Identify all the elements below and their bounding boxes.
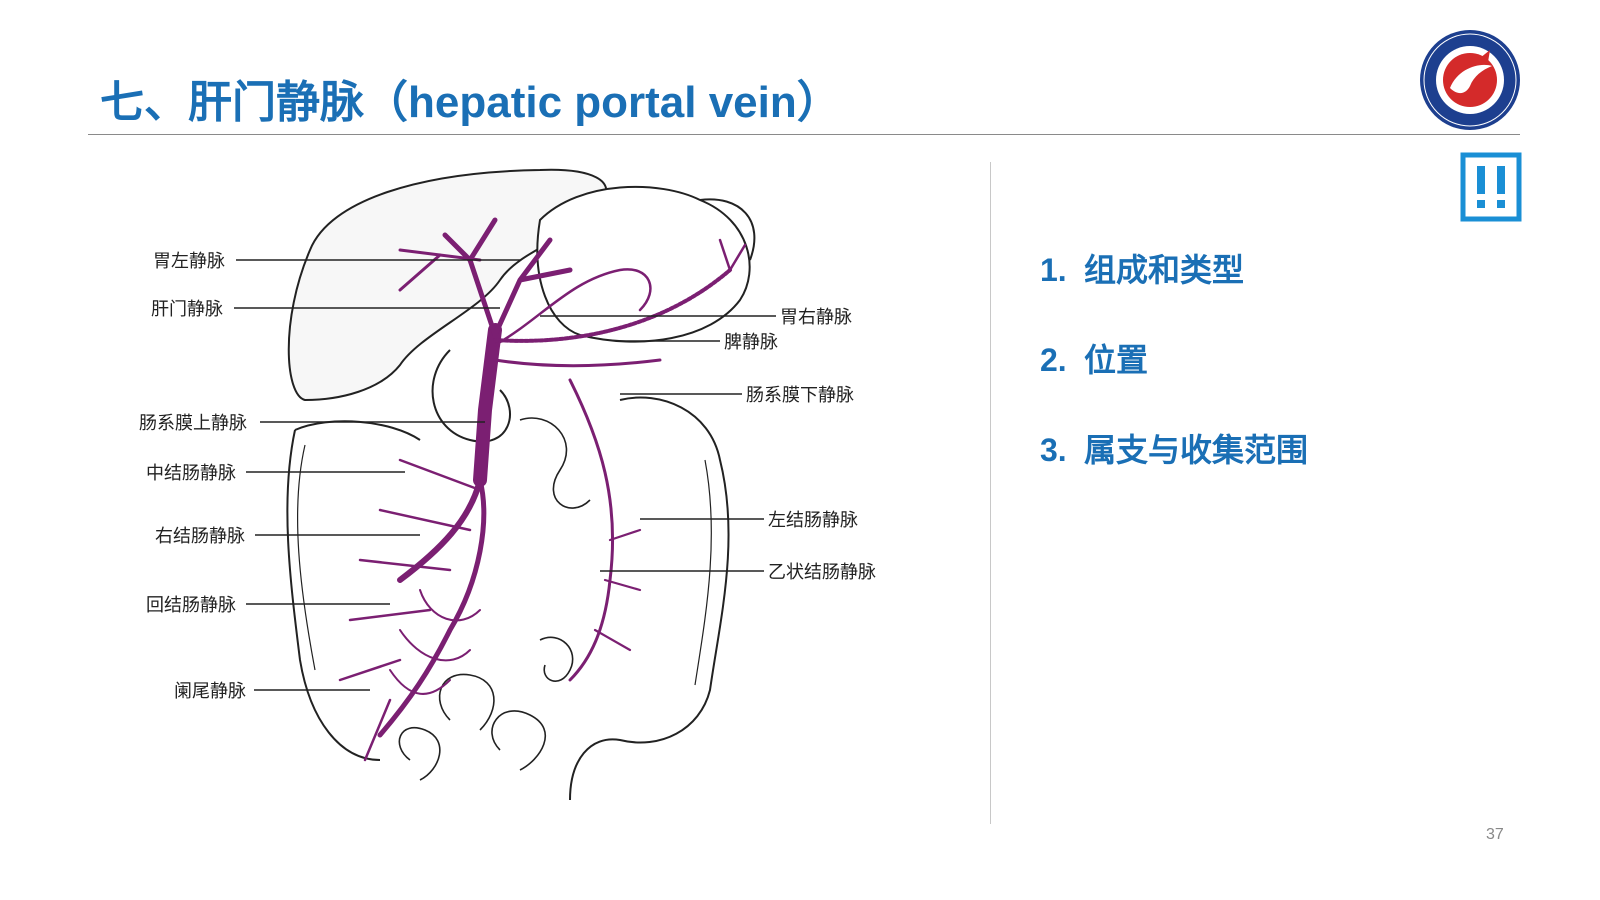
small-intestine-loops (398, 417, 591, 781)
label-ileocolic-vein: 回结肠静脉 (146, 595, 236, 616)
college-logo (1418, 28, 1522, 132)
outline-item-composition[interactable]: 1.组成和类型 (1040, 252, 1245, 288)
column-divider (990, 162, 991, 824)
label-inferior-mesenteric-vein: 肠系膜下静脉 (746, 385, 854, 406)
vein-network (338, 217, 747, 762)
label-right-gastric-vein: 胃右静脉 (780, 307, 852, 328)
label-hepatic-portal-vein: 肝门静脉 (151, 299, 223, 320)
label-appendicular-vein: 阑尾静脉 (174, 681, 246, 702)
page-number: 37 (1486, 826, 1504, 843)
stomach-outline (536, 185, 751, 343)
label-left-gastric-vein: 胃左静脉 (153, 251, 225, 272)
outline-item-tributaries[interactable]: 3.属支与收集范围 (1040, 432, 1309, 468)
label-superior-mesenteric-vein: 肠系膜上静脉 (139, 413, 247, 434)
label-middle-colic-vein: 中结肠静脉 (146, 463, 236, 484)
outline-item-position[interactable]: 2.位置 (1040, 342, 1149, 378)
liver-outline (287, 168, 608, 402)
label-left-colic-vein: 左结肠静脉 (768, 510, 858, 531)
label-splenic-vein: 脾静脉 (724, 332, 778, 353)
portal-vein-diagram: 胃左静脉 肝门静脉 肠系膜上静脉 中结肠静脉 右结肠静脉 回结肠静脉 阑尾静脉 … (100, 160, 940, 805)
label-right-colic-vein: 右结肠静脉 (155, 526, 245, 547)
duodenum-outline (431, 349, 511, 443)
document-icon (1460, 152, 1522, 222)
title-underline (88, 134, 1520, 135)
label-sigmoid-veins: 乙状结肠静脉 (768, 562, 876, 583)
leader-lines (234, 259, 776, 691)
outline-list: 1.组成和类型 2.位置 3.属支与收集范围 (1040, 245, 1308, 515)
colon-outline (286, 396, 730, 801)
slide-title: 七、肝门静脉（hepatic portal vein） (100, 78, 841, 127)
